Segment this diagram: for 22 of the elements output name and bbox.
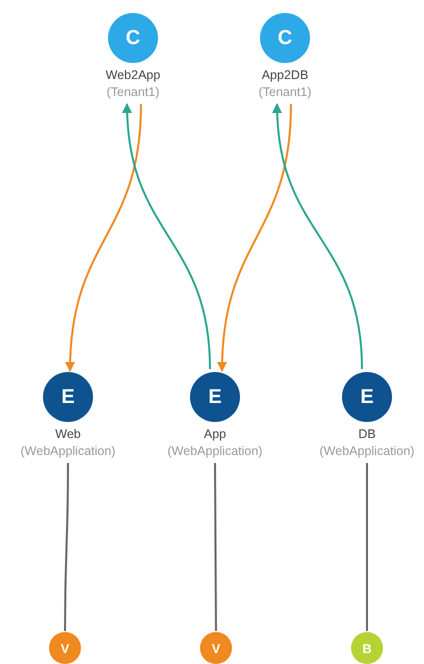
connector-arrow	[272, 103, 363, 370]
endpoint-group-circle: E	[190, 372, 240, 422]
contract-circle: C	[108, 13, 158, 63]
endpoint-group-circle: E	[43, 372, 93, 422]
connector-arrow	[122, 103, 211, 370]
connector-arrow	[217, 104, 292, 372]
connector-arrow	[65, 104, 142, 372]
node-subtitle: (WebApplication)	[320, 443, 414, 460]
node-name: DB	[358, 426, 376, 443]
node-circle: V	[49, 632, 81, 664]
node-subtitle: (WebApplication)	[168, 443, 262, 460]
node-name: Web	[55, 426, 81, 443]
endpoint-group-circle: E	[342, 372, 392, 422]
node-circle: V	[200, 632, 232, 664]
node-subtitle: (Tenant1)	[106, 84, 160, 101]
node-subtitle: (Tenant1)	[258, 84, 312, 101]
node-name: App2DB	[262, 67, 308, 84]
node-circle: B	[351, 632, 383, 664]
node-name: Web2App	[106, 67, 160, 84]
contract-circle: C	[260, 13, 310, 63]
node-subtitle: (WebApplication)	[20, 443, 116, 460]
node-name: App	[204, 426, 226, 443]
